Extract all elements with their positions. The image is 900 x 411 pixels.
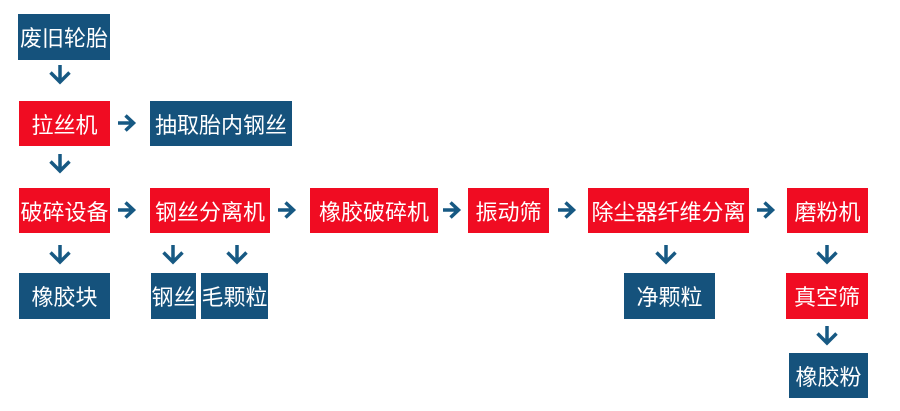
node-vibrating-screen: 振动筛: [468, 188, 549, 233]
node-vacuum-screen: 真空筛: [786, 273, 868, 319]
arrow-right-icon: [443, 201, 462, 219]
node-grinding-machine: 磨粉机: [787, 188, 868, 233]
node-clean-granules: 净颗粒: [624, 273, 715, 319]
node-waste-tire: 废旧轮胎: [18, 14, 110, 60]
node-crushing-equipment: 破碎设备: [19, 188, 110, 233]
node-wire-drawing-machine: 拉丝机: [19, 101, 110, 146]
arrow-right-icon: [558, 201, 577, 219]
arrow-down-icon: [816, 245, 838, 265]
arrow-down-icon: [162, 245, 184, 265]
node-steel-wire: 钢丝: [151, 273, 196, 319]
arrow-down-icon: [49, 154, 71, 174]
arrow-down-icon: [816, 326, 838, 346]
node-rubber-block: 橡胶块: [19, 273, 110, 319]
arrow-down-icon: [655, 245, 677, 265]
node-rubber-powder: 橡胶粉: [789, 353, 868, 398]
arrow-right-icon: [118, 201, 137, 219]
node-rubber-crusher: 橡胶破碎机: [310, 188, 438, 233]
node-dust-collector-fiber-separation: 除尘器纤维分离: [588, 188, 749, 233]
arrow-down-icon: [226, 245, 248, 265]
arrow-down-icon: [49, 245, 71, 265]
arrow-right-icon: [118, 114, 137, 132]
node-fuzzy-granules: 毛颗粒: [201, 273, 268, 319]
arrow-right-icon: [757, 201, 776, 219]
node-extract-tire-steel-wire: 抽取胎内钢丝: [150, 101, 292, 146]
arrow-right-icon: [278, 201, 297, 219]
node-steel-wire-separator: 钢丝分离机: [150, 188, 270, 233]
arrow-down-icon: [49, 65, 71, 85]
